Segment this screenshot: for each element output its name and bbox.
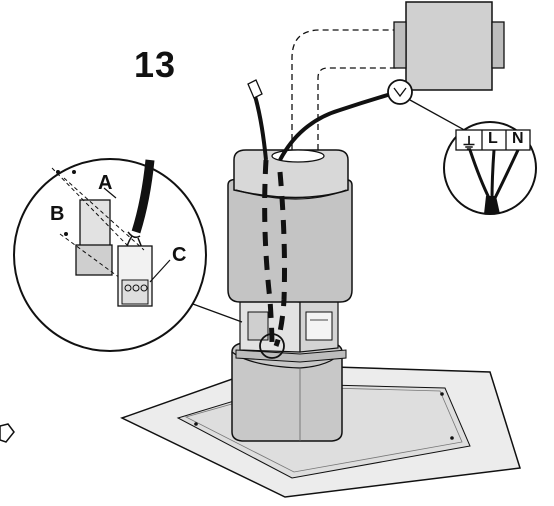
direction-arrow-icon bbox=[0, 423, 15, 443]
screw-hole-icon bbox=[450, 436, 454, 440]
plug-icon bbox=[247, 79, 263, 99]
screw-hole-icon bbox=[440, 392, 444, 396]
callout-c: C bbox=[172, 244, 187, 266]
terminal-line-label: L bbox=[488, 130, 498, 147]
screw-icon bbox=[72, 170, 76, 174]
callout-a: A bbox=[98, 172, 113, 194]
terminal-magnifier bbox=[443, 121, 537, 215]
callout-b: B bbox=[50, 203, 65, 225]
connection-highlight-circle bbox=[387, 79, 413, 105]
duct-routing bbox=[291, 29, 400, 150]
upper-chimney bbox=[227, 149, 353, 303]
screw-icon bbox=[56, 170, 60, 174]
power-cables bbox=[247, 79, 399, 161]
terminal-earth-icon: ⏚ bbox=[461, 136, 478, 153]
screw-hole-icon bbox=[194, 422, 198, 426]
terminal-neutral-label: N bbox=[512, 130, 524, 147]
screw-icon bbox=[64, 232, 68, 236]
motor-section bbox=[235, 297, 347, 363]
cable-routing bbox=[262, 159, 287, 347]
detail-magnifier bbox=[13, 158, 243, 352]
remote-fan-unit bbox=[387, 1, 505, 133]
step-number: 13 bbox=[134, 44, 177, 85]
